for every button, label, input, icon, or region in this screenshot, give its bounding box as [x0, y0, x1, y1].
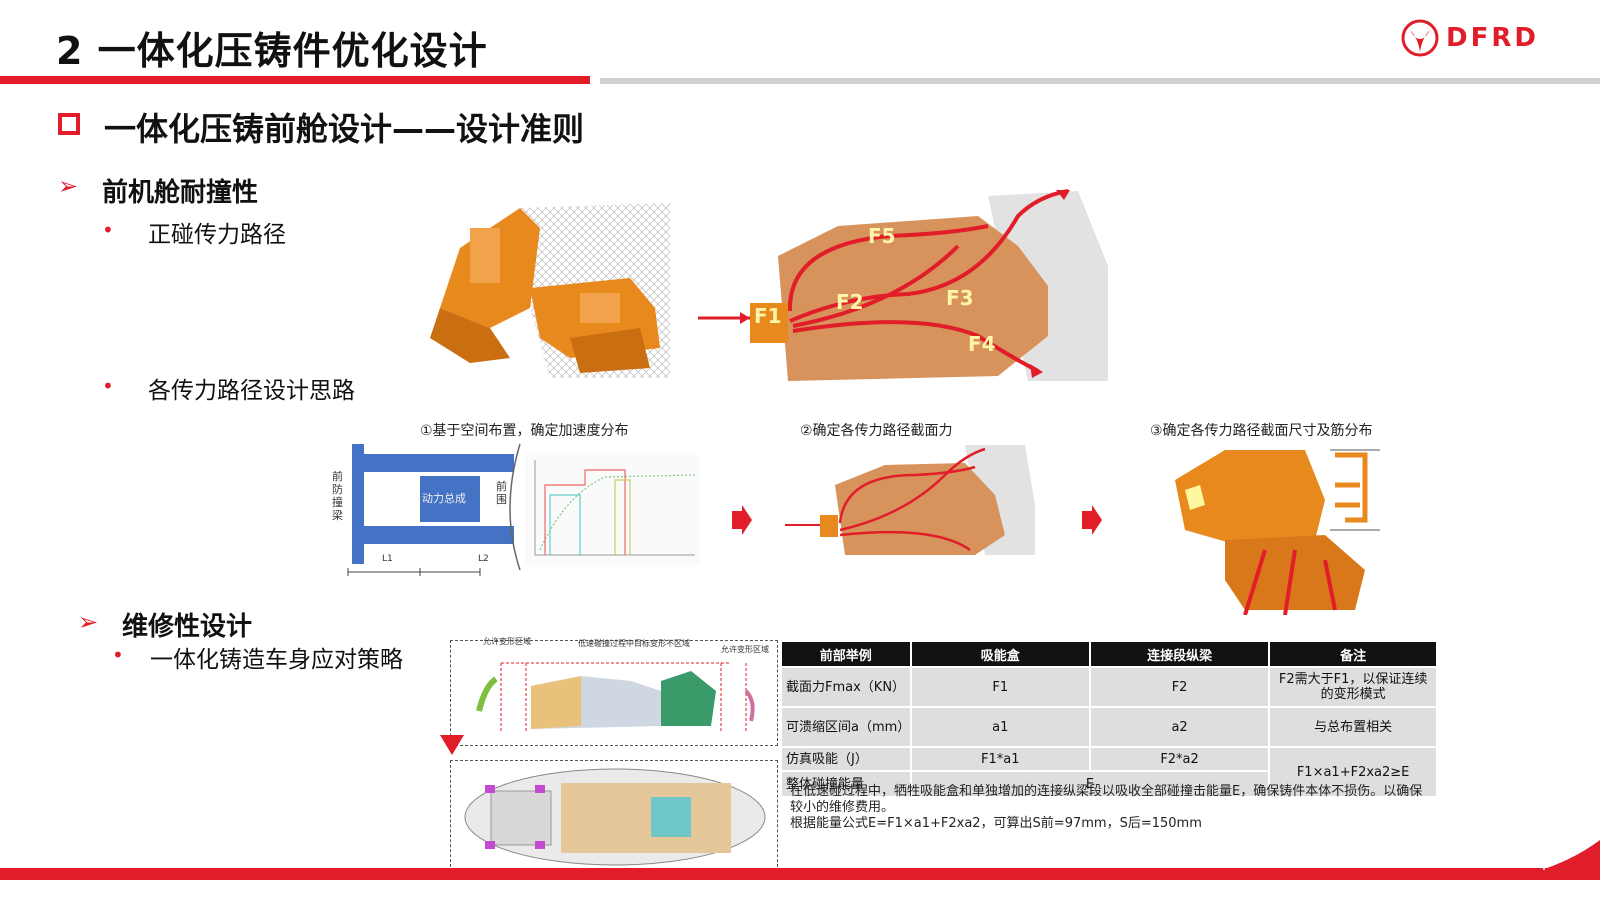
bullet-dot-icon: •	[112, 643, 124, 667]
page-number: 4	[1538, 858, 1547, 874]
table-cell: F2*a2	[1088, 746, 1271, 772]
schematic-l1: L1	[382, 554, 393, 564]
zone-middle-label: 低速碰撞过程中目标变形不区域	[578, 639, 690, 648]
table-header: 吸能盒	[909, 640, 1091, 668]
table-cell: F2	[1088, 666, 1271, 708]
title-underline-grey	[600, 78, 1600, 84]
bullet-dot-icon: •	[102, 218, 114, 242]
zone-left-label: 允许变形区域	[483, 637, 531, 646]
table-row: 整体碰撞能量 E	[780, 770, 1437, 798]
bottom-view-box	[450, 760, 778, 872]
table-cell: 与总布置相关	[1268, 706, 1438, 748]
rib-distribution-figure	[1175, 449, 1380, 615]
section-force-figure	[785, 445, 1035, 555]
load-label-f3: F3	[946, 286, 974, 310]
energy-note: 在低速碰过程中，牺牲吸能盒和单独增加的连接纵梁段以吸收全部碰撞击能量E，确保铸件…	[790, 784, 1430, 832]
table-row: 仿真吸能（J） F1*a1 F2*a2 F1×a1+F2xa2≥E	[780, 746, 1438, 798]
zone-right-label: 允许变形区域	[721, 645, 769, 654]
table-cell: F1*a1	[909, 746, 1091, 772]
section2-title: 维修性设计	[122, 612, 253, 642]
table-row: 可溃缩区间a（mm） a1 a2 与总布置相关	[780, 706, 1438, 748]
table-cell: E	[909, 770, 1271, 798]
load-label-f4: F4	[968, 332, 996, 356]
side-view-box: 允许变形区域 低速碰撞过程中目标变形不区域 允许变形区域	[450, 637, 778, 746]
schematic-right-label: 前围	[496, 480, 507, 506]
bullet-path-design: 各传力路径设计思路	[148, 378, 355, 404]
logo-text: DFRD	[1446, 23, 1539, 53]
table-cell: 截面力Fmax（KN）	[780, 666, 912, 708]
table-cell: a2	[1088, 706, 1271, 748]
section1-title: 前机舱耐撞性	[102, 178, 259, 208]
table-header-row: 前部举例 吸能盒 连接段纵梁 备注	[780, 640, 1438, 668]
note-line: 根据能量公式E=F1×a1+F2xa2，可算出S前=97mm，S后=150mm	[790, 816, 1202, 831]
arrow-bullet-icon: ➢	[58, 172, 79, 200]
page-title: 2 一体化压铸件优化设计	[56, 29, 488, 73]
heading-square-icon	[58, 113, 80, 135]
bullet-repair-strategy: 一体化铸造车身应对策略	[150, 647, 403, 673]
step-arrow-icon	[1082, 505, 1102, 535]
step-arrow-icon	[732, 505, 752, 535]
table-cell: 仿真吸能（J）	[780, 746, 912, 772]
step2-caption: ②确定各传力路径截面力	[800, 423, 953, 439]
dongfeng-logo-icon	[1401, 19, 1439, 57]
schematic-vertical-label: 前防撞梁	[332, 470, 343, 522]
title-underline-red	[0, 76, 590, 84]
load-label-f5: F5	[868, 224, 896, 248]
table-header: 前部举例	[780, 640, 912, 668]
down-triangle-icon	[440, 735, 464, 755]
table-cell: F1×a1+F2xa2≥E	[1268, 746, 1438, 798]
table-cell: 可溃缩区间a（mm）	[780, 706, 912, 748]
layout-schematic: 前防撞梁 动力总成 前围 L1 L2	[330, 440, 530, 588]
section-heading: 一体化压铸前舱设计——设计准则	[104, 110, 585, 148]
arrow-bullet-icon: ➢	[78, 608, 99, 636]
note-line: 在低速碰过程中，牺牲吸能盒和单独增加的连接纵梁段以吸收全部碰撞击能量E，确保铸件…	[790, 784, 1423, 815]
table-header: 连接段纵梁	[1088, 640, 1271, 668]
schematic-box-label: 动力总成	[422, 492, 466, 505]
table-cell: F2需大于F1，以保证连续的变形模式	[1268, 666, 1438, 708]
company-logo: DFRD	[1400, 18, 1539, 58]
table-cell: a1	[909, 706, 1091, 748]
schematic-l2: L2	[478, 554, 489, 564]
table-row: 截面力Fmax（KN） F1 F2 F2需大于F1，以保证连续的变形模式	[780, 666, 1438, 708]
load-label-f1: F1	[754, 304, 782, 328]
energy-table: 前部举例 吸能盒 连接段纵梁 备注 截面力Fmax（KN） F1 F2 F2需大…	[780, 640, 1438, 798]
load-path-figure: F1 F2 F3 F4 F5	[698, 186, 1118, 386]
step3-caption: ③确定各传力路径截面尺寸及筋分布	[1150, 423, 1373, 439]
bullet-front-crash-path: 正碰传力路径	[148, 222, 286, 248]
table-header: 备注	[1268, 640, 1438, 668]
footer-bar	[0, 868, 1600, 880]
table-cell: 整体碰撞能量	[780, 770, 912, 798]
footer-corner-swoosh	[1500, 840, 1600, 880]
acceleration-curve-chart	[525, 455, 700, 565]
bullet-dot-icon: •	[102, 374, 114, 398]
load-label-f2: F2	[836, 290, 864, 314]
table-cell: F1	[909, 666, 1091, 708]
step1-caption: ①基于空间布置，确定加速度分布	[420, 423, 629, 439]
front-casting-3d-figure	[430, 203, 670, 378]
